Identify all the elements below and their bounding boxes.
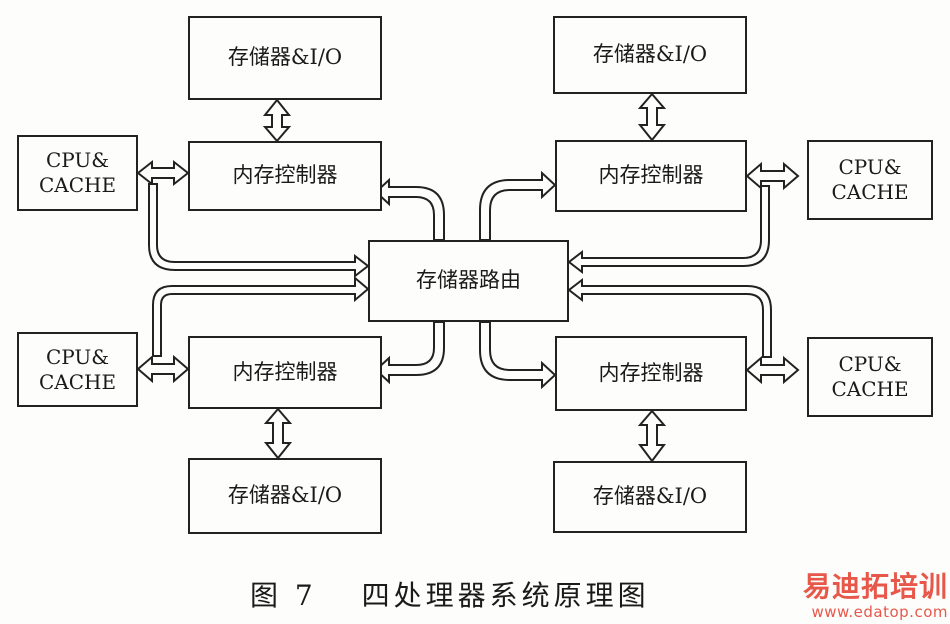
memory-io-box-bottom-right: 存储器&I/O	[553, 461, 747, 533]
double-arrow-tl-horizontal	[136, 159, 190, 187]
watermark: 易迪拓培训 www.edatop.com	[782, 570, 948, 624]
memory-controller-label: 内存控制器	[598, 360, 704, 385]
memory-router-box: 存储器路由	[368, 240, 569, 322]
router-to-controller-tl	[374, 177, 445, 241]
memory-io-label: 存储器&I/O	[592, 484, 708, 509]
memory-io-box-top-right: 存储器&I/O	[553, 16, 747, 94]
double-arrow-tl-vertical	[262, 98, 292, 143]
memory-io-box-top-left: 存储器&I/O	[188, 16, 382, 100]
router-to-controller-br	[479, 321, 557, 390]
router-to-controller-tr	[479, 170, 557, 241]
router-to-cpu-bl	[152, 275, 370, 357]
double-arrow-br-horizontal	[745, 355, 800, 385]
watermark-url: www.edatop.com	[811, 602, 948, 621]
cpu-cache-label: CPU& CACHE	[38, 344, 117, 394]
double-arrow-bl-vertical	[263, 407, 293, 460]
memory-controller-label: 内存控制器	[232, 359, 338, 384]
memory-controller-top-right: 内存控制器	[555, 140, 747, 212]
memory-controller-bottom-left: 内存控制器	[188, 336, 382, 409]
cpu-cache-box-bottom-left: CPU& CACHE	[17, 332, 138, 407]
double-arrow-bl-horizontal	[136, 354, 190, 384]
router-to-cpu-tl	[148, 183, 370, 279]
router-label: 存储器路由	[416, 268, 521, 293]
memory-controller-bottom-right: 内存控制器	[555, 336, 747, 411]
cpu-cache-label: CPU& CACHE	[831, 155, 909, 204]
router-to-cpu-tr	[567, 185, 770, 275]
double-arrow-br-vertical	[637, 409, 667, 463]
figure-caption: 图 7 四处理器系统原理图	[250, 579, 650, 612]
memory-controller-label: 内存控制器	[232, 163, 338, 188]
router-to-controller-bl	[374, 321, 445, 385]
cpu-cache-label: CPU& CACHE	[831, 352, 909, 401]
memory-io-label: 存储器&I/O	[592, 42, 708, 67]
memory-io-label: 存储器&I/O	[227, 45, 343, 70]
memory-io-label: 存储器&I/O	[227, 483, 343, 508]
router-to-cpu-br	[567, 277, 772, 358]
cpu-cache-label: CPU& CACHE	[38, 148, 117, 197]
double-arrow-tr-vertical	[637, 92, 667, 142]
cpu-cache-box-top-right: CPU& CACHE	[807, 140, 933, 220]
watermark-logo: 易迪拓培训	[802, 570, 948, 603]
double-arrow-tr-horizontal	[745, 161, 800, 191]
cpu-cache-box-top-left: CPU& CACHE	[17, 135, 138, 211]
memory-io-box-bottom-left: 存储器&I/O	[188, 458, 382, 534]
cpu-cache-box-bottom-right: CPU& CACHE	[807, 337, 933, 417]
memory-controller-top-left: 内存控制器	[188, 141, 382, 211]
memory-controller-label: 内存控制器	[598, 163, 704, 188]
